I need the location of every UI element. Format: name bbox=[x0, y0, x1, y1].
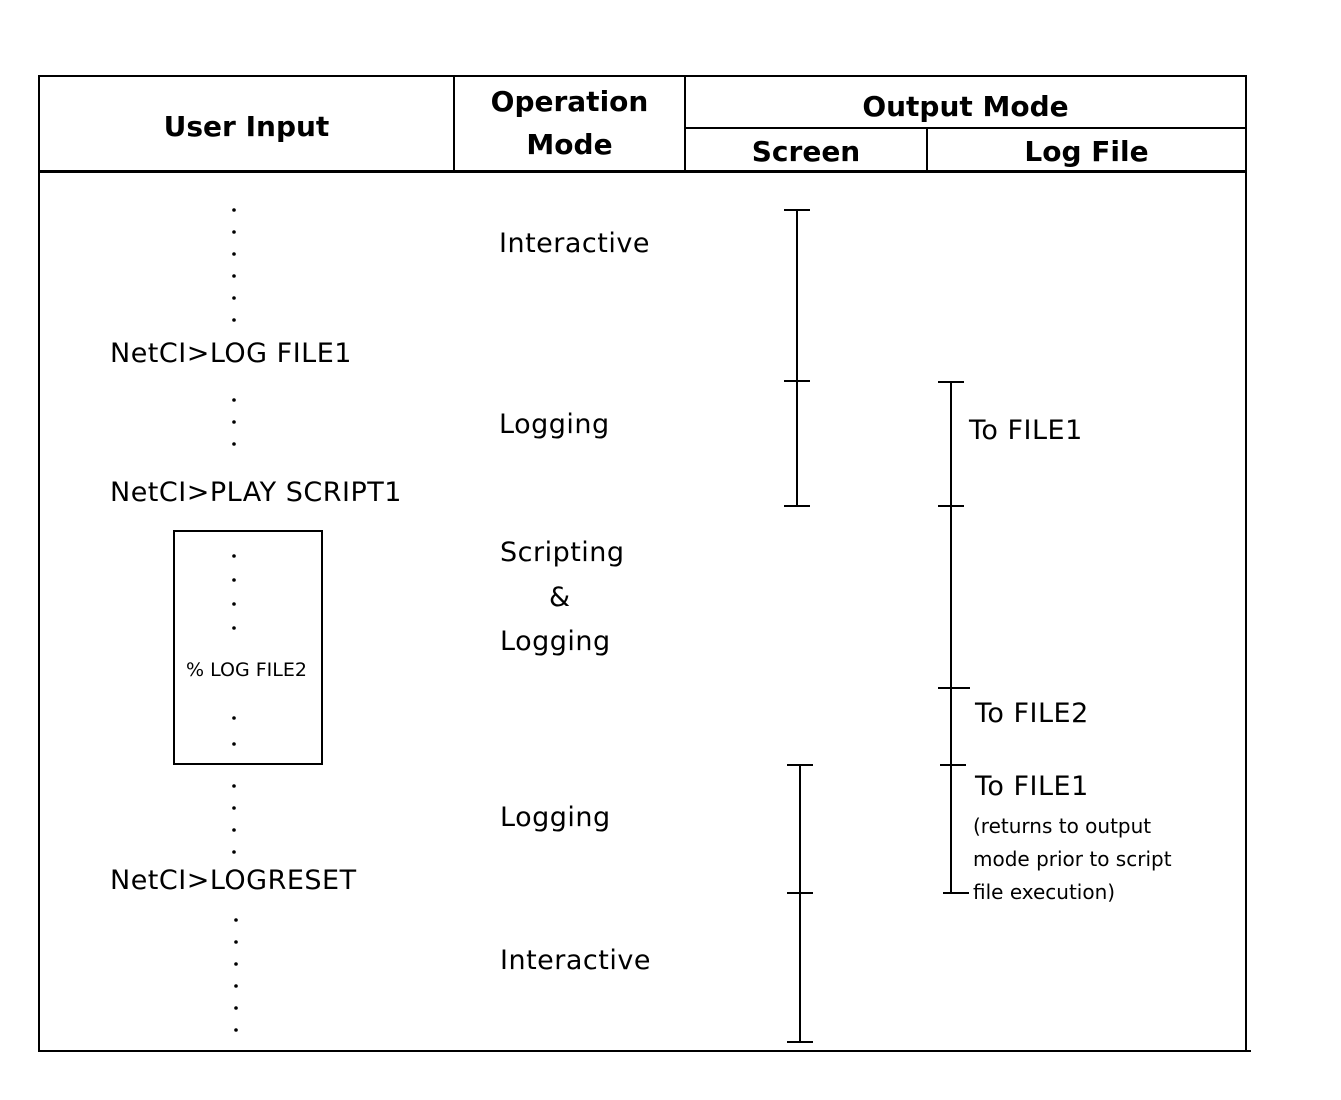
log-note-line3: file execution) bbox=[973, 880, 1116, 904]
col-divider-2 bbox=[684, 75, 686, 172]
frame-left bbox=[38, 75, 40, 1052]
mode-scripting-line3: Logging bbox=[500, 626, 611, 657]
col-divider-3 bbox=[926, 127, 928, 172]
mode-scripting-line2: & bbox=[549, 582, 571, 613]
script-box bbox=[173, 530, 323, 765]
header-operation-mode-line1: Operation bbox=[490, 85, 649, 118]
frame-bottom bbox=[40, 1050, 1251, 1052]
command-logreset: NetCI>LOGRESET bbox=[110, 865, 357, 896]
col-divider-1 bbox=[453, 75, 455, 172]
log-note-line2: mode prior to script bbox=[973, 847, 1172, 871]
output-mode-subrule bbox=[684, 127, 1245, 129]
header-operation-mode-line2: Mode bbox=[526, 128, 613, 161]
log-target-file1-b: To FILE1 bbox=[975, 771, 1089, 802]
mode-interactive-1: Interactive bbox=[499, 228, 650, 259]
log-note-line1: (returns to output bbox=[973, 814, 1152, 838]
frame-top bbox=[38, 75, 1247, 77]
command-play-script1: NetCI>PLAY SCRIPT1 bbox=[110, 477, 402, 508]
header-bottom-rule bbox=[38, 170, 1247, 173]
log-target-file2: To FILE2 bbox=[975, 698, 1089, 729]
mode-logging-2: Logging bbox=[500, 802, 611, 833]
frame-right bbox=[1245, 75, 1247, 1052]
mode-interactive-2: Interactive bbox=[500, 945, 651, 976]
header-output-mode: Output Mode bbox=[862, 90, 1069, 123]
mode-scripting-line1: Scripting bbox=[500, 537, 625, 568]
header-log-file: Log File bbox=[1024, 135, 1149, 168]
log-target-file1-a: To FILE1 bbox=[969, 415, 1083, 446]
header-screen: Screen bbox=[751, 135, 861, 168]
script-command-log-file2: % LOG FILE2 bbox=[186, 659, 307, 681]
header-user-input: User Input bbox=[163, 110, 330, 143]
mode-logging-1: Logging bbox=[499, 409, 610, 440]
command-log-file1: NetCI>LOG FILE1 bbox=[110, 338, 352, 369]
